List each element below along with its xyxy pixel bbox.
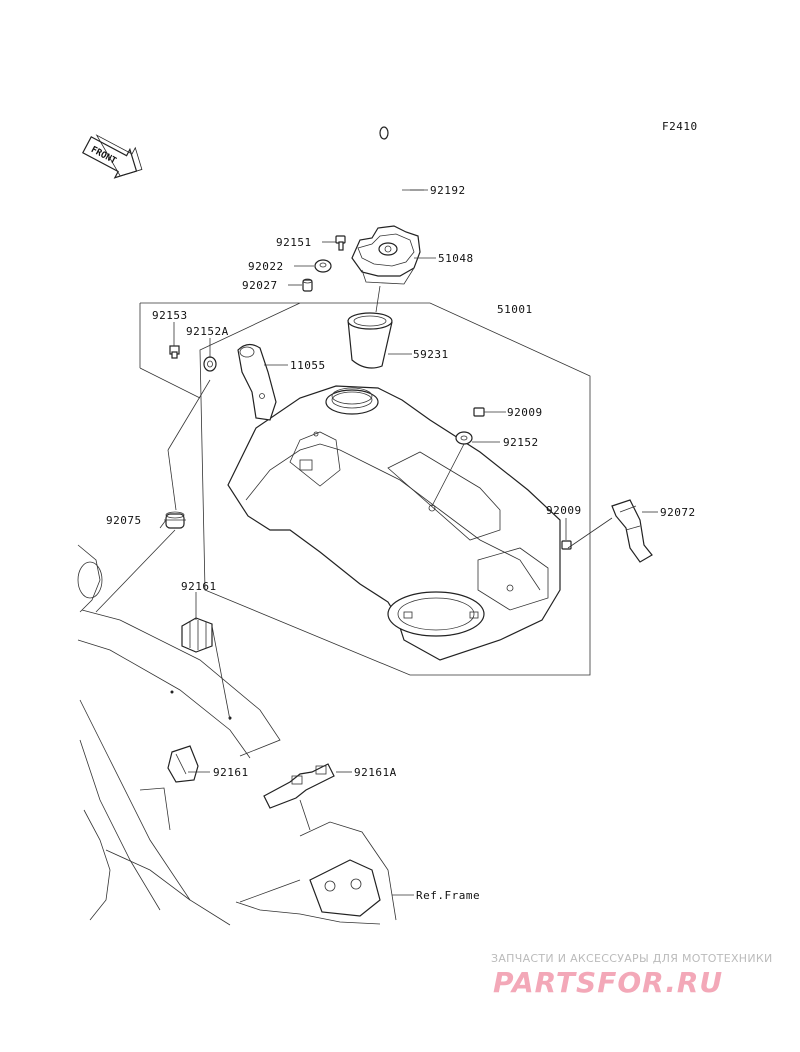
breather-hose [379,121,443,215]
diagram-code: F2410 [662,120,698,133]
label-ref-frame: Ref.Frame [416,889,480,902]
leader-lines [95,189,658,903]
damper-92075 [165,511,185,529]
washer-92152A [203,356,217,372]
label-11055: 11055 [290,359,326,372]
label-92022: 92022 [248,260,284,273]
label-92161A: 92161A [354,766,397,779]
label-92153: 92153 [152,309,188,322]
pad-92161-lower [167,745,199,783]
collar-92027 [302,278,313,292]
label-92151: 92151 [276,236,312,249]
bolt-92009-upper [473,407,485,417]
bracket-11055 [237,343,277,421]
label-51048: 51048 [438,252,474,265]
label-59231: 59231 [413,348,449,361]
fuel-cap [351,225,421,285]
washer-92152 [455,431,473,445]
label-92009-lower: 92009 [546,504,582,517]
label-92009-upper: 92009 [507,406,543,419]
bolt-92153 [169,345,180,359]
label-92161-upper: 92161 [181,580,217,593]
fuel-tank [227,385,561,661]
label-92161-lower: 92161 [213,766,249,779]
strap-92072 [611,499,653,563]
tank-group-outline [140,302,591,676]
pad-92161A [263,763,335,809]
pad-92161-upper [181,617,213,653]
watermark-brand: PARTSFOR.RU [493,966,723,999]
front-arrow-icon: FRONT [82,134,143,179]
label-92192: 92192 [430,184,466,197]
label-92075: 92075 [106,514,142,527]
screw-92151 [335,235,346,251]
filler-neck [347,312,393,369]
label-92152A: 92152A [186,325,229,338]
label-92072: 92072 [660,506,696,519]
frame [77,544,397,926]
watermark-subtitle: ЗАПЧАСТИ И АКСЕССУАРЫ ДЛЯ МОТОТЕХНИКИ [491,952,773,965]
label-51001: 51001 [497,303,533,316]
label-92027: 92027 [242,279,278,292]
bolt-92009-lower [561,540,572,550]
washer-92022 [314,259,332,273]
label-92152: 92152 [503,436,539,449]
